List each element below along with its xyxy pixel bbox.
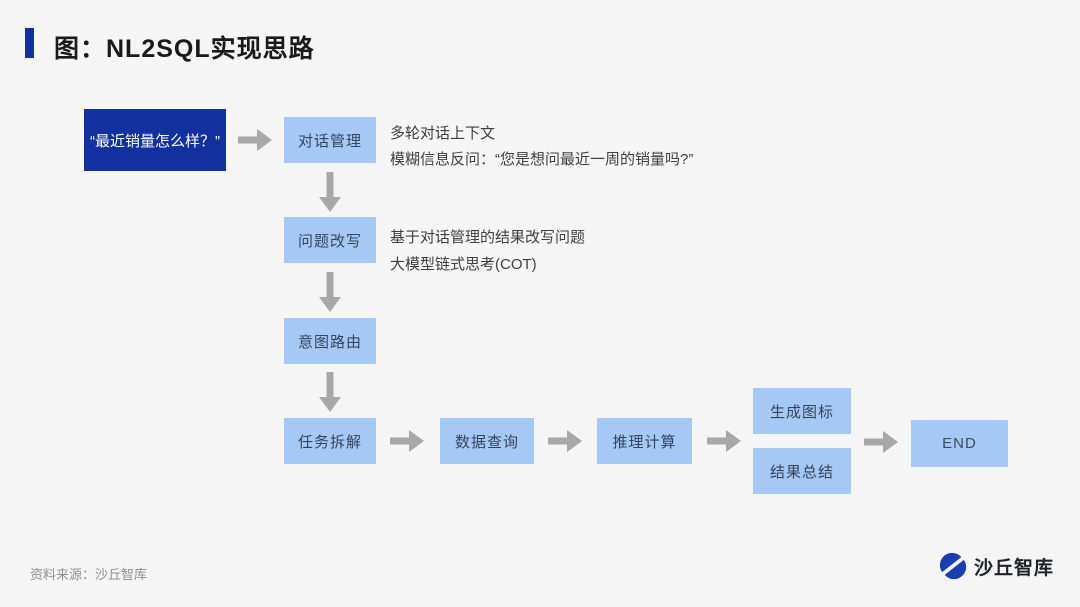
- note-dialog-context: 多轮对话上下文: [390, 125, 496, 142]
- node-generate-chart: 生成图标: [753, 388, 851, 434]
- arrow-right-icon: [707, 430, 741, 452]
- node-end: END: [911, 420, 1008, 467]
- node-data-query: 数据查询: [440, 418, 534, 464]
- arrow-down-icon: [319, 272, 341, 312]
- note-rewrite-basis: 基于对话管理的结果改写问题: [390, 229, 586, 246]
- title-accent-bar: [25, 28, 34, 58]
- arrow-down-icon: [319, 172, 341, 212]
- brand-logo-icon: [938, 551, 968, 581]
- arrow-down-icon: [319, 372, 341, 412]
- node-task-decomposition: 任务拆解: [284, 418, 376, 464]
- node-question-rewrite: 问题改写: [284, 217, 376, 263]
- node-reasoning-computation: 推理计算: [597, 418, 692, 464]
- page-title: 图：NL2SQL实现思路: [54, 35, 315, 63]
- brand-lockup: 沙丘智库: [938, 551, 1054, 581]
- arrow-right-icon: [390, 430, 424, 452]
- arrow-right-icon: [548, 430, 582, 452]
- source-note: 资料来源：沙丘智库: [30, 567, 148, 582]
- note-dialog-clarify: 模糊信息反问：“您是想问最近一周的销量吗?”: [390, 151, 694, 168]
- arrow-right-icon: [864, 431, 898, 453]
- note-rewrite-cot: 大模型链式思考(COT): [390, 256, 537, 273]
- node-intent-routing: 意图路由: [284, 318, 376, 364]
- arrow-right-icon: [238, 129, 272, 151]
- user-query-box: “最近销量怎么样？”: [84, 109, 226, 171]
- brand-name: 沙丘智库: [974, 557, 1055, 579]
- node-result-summary: 结果总结: [753, 448, 851, 494]
- node-dialog-management: 对话管理: [284, 117, 376, 163]
